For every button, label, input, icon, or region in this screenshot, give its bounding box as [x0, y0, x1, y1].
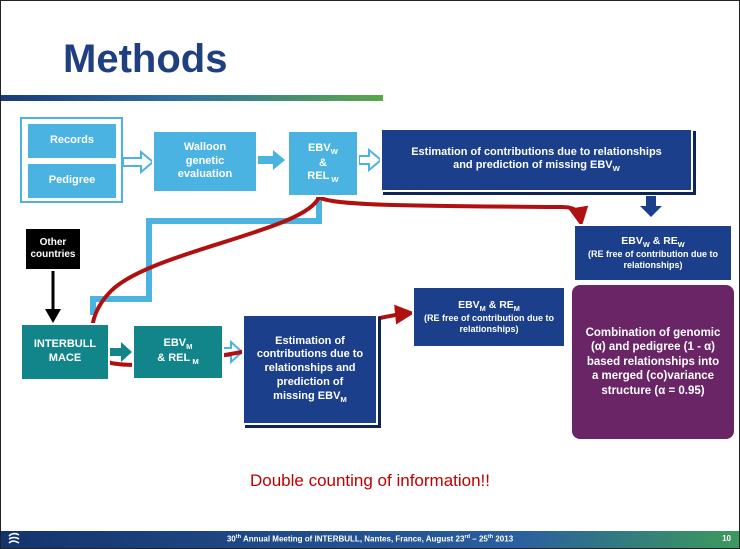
arrow-mace-to-ebvm [109, 342, 132, 362]
ebv-m-rel-m-box: EBVM & REL M [132, 324, 224, 380]
arrow-walloon-to-ebvw [258, 150, 285, 170]
inputs-group [20, 117, 123, 203]
estimation-w-box: Estimation of contributions due to relat… [380, 128, 693, 192]
red-double-count-line-top [317, 195, 589, 227]
ebv-m-free-box: EBVM & REM (RE free of contribution due … [412, 286, 566, 348]
ebv-w-free-box: EBVW & REW (RE free of contribution due … [573, 224, 733, 282]
walloon-evaluation-box: Walloon genetic evaluation [152, 130, 258, 193]
arrow-inputs-to-walloon [122, 149, 155, 175]
records-box: Records [26, 122, 118, 160]
logo-icon [8, 532, 20, 544]
arrow-estimation-down [640, 196, 662, 217]
ebv-w-rel-w-box: EBVW & REL W [287, 130, 359, 197]
double-counting-warning: Double counting of information!! [249, 471, 491, 490]
title-rule [1, 95, 383, 101]
combination-box: Combination of genomic (α) and pedigree … [572, 285, 734, 439]
estimation-m-box: Estimation of contributions due to relat… [242, 314, 378, 425]
footer-text: 30th Annual Meeting of INTERBULL, Nantes… [226, 534, 514, 544]
other-countries-box: Other countries [24, 227, 82, 271]
pedigree-box: Pedigree [26, 162, 118, 200]
connector-ebvw-to-mace [90, 197, 322, 315]
interbull-mace-box: INTERBULL MACE [20, 323, 110, 381]
arrow-other-to-interbull [45, 309, 61, 323]
page-number: 10 [722, 534, 731, 543]
slide-title: Methods [63, 37, 228, 81]
arrow-ebvw-to-estimation [358, 147, 383, 173]
footer-bar: 30th Annual Meeting of INTERBULL, Nantes… [1, 531, 739, 548]
